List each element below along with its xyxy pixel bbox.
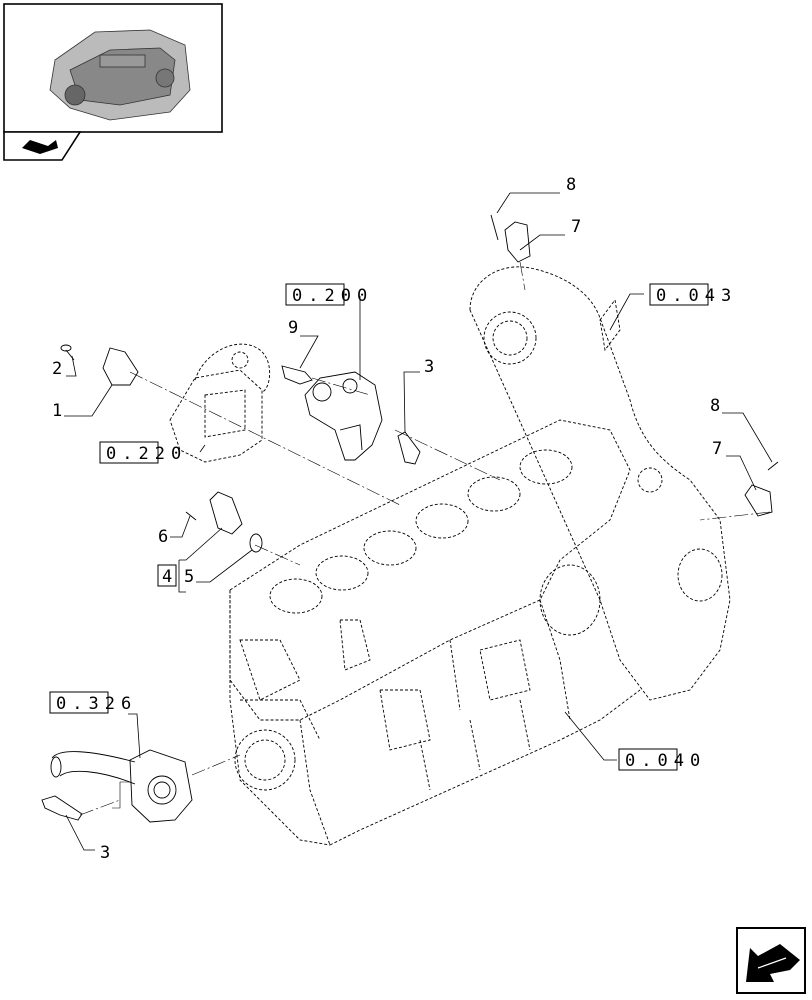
engine-thumbnail-icon[interactable] xyxy=(3,3,223,133)
leader-lines xyxy=(64,192,773,851)
fuel-pump-drawing xyxy=(169,343,271,463)
reference-boxes xyxy=(49,283,709,771)
callout-5: 5 xyxy=(184,567,194,587)
callout-3-bottom: 3 xyxy=(100,843,110,863)
ref-label-0200[interactable]: 0.200 xyxy=(292,286,373,306)
regulator-drawing xyxy=(304,371,383,461)
callout-1: 1 xyxy=(52,401,62,421)
callout-3-top: 3 xyxy=(424,357,434,377)
callout-8-right: 8 xyxy=(710,396,720,416)
engine-block-drawing xyxy=(229,266,731,846)
ref-label-0220[interactable]: 0.220 xyxy=(106,444,187,464)
ref-label-0043[interactable]: 0.043 xyxy=(656,286,737,306)
ref-label-0326[interactable]: 0.326 xyxy=(56,694,137,714)
assembly-centerlines xyxy=(79,261,771,816)
next-page-arrow-icon[interactable] xyxy=(736,927,806,994)
water-outlet-drawing xyxy=(50,749,193,823)
callout-2: 2 xyxy=(52,359,62,379)
callout-9: 9 xyxy=(288,318,298,338)
callout-4: 4 xyxy=(162,567,172,587)
sensor-parts xyxy=(41,214,779,821)
previous-page-arrow-icon[interactable] xyxy=(3,131,82,161)
callout-6: 6 xyxy=(158,527,168,547)
callout-8-top: 8 xyxy=(566,175,576,195)
callout-7-top: 7 xyxy=(571,217,581,237)
callout-7-right: 7 xyxy=(712,439,722,459)
ref-label-0040[interactable]: 0.040 xyxy=(625,751,706,771)
